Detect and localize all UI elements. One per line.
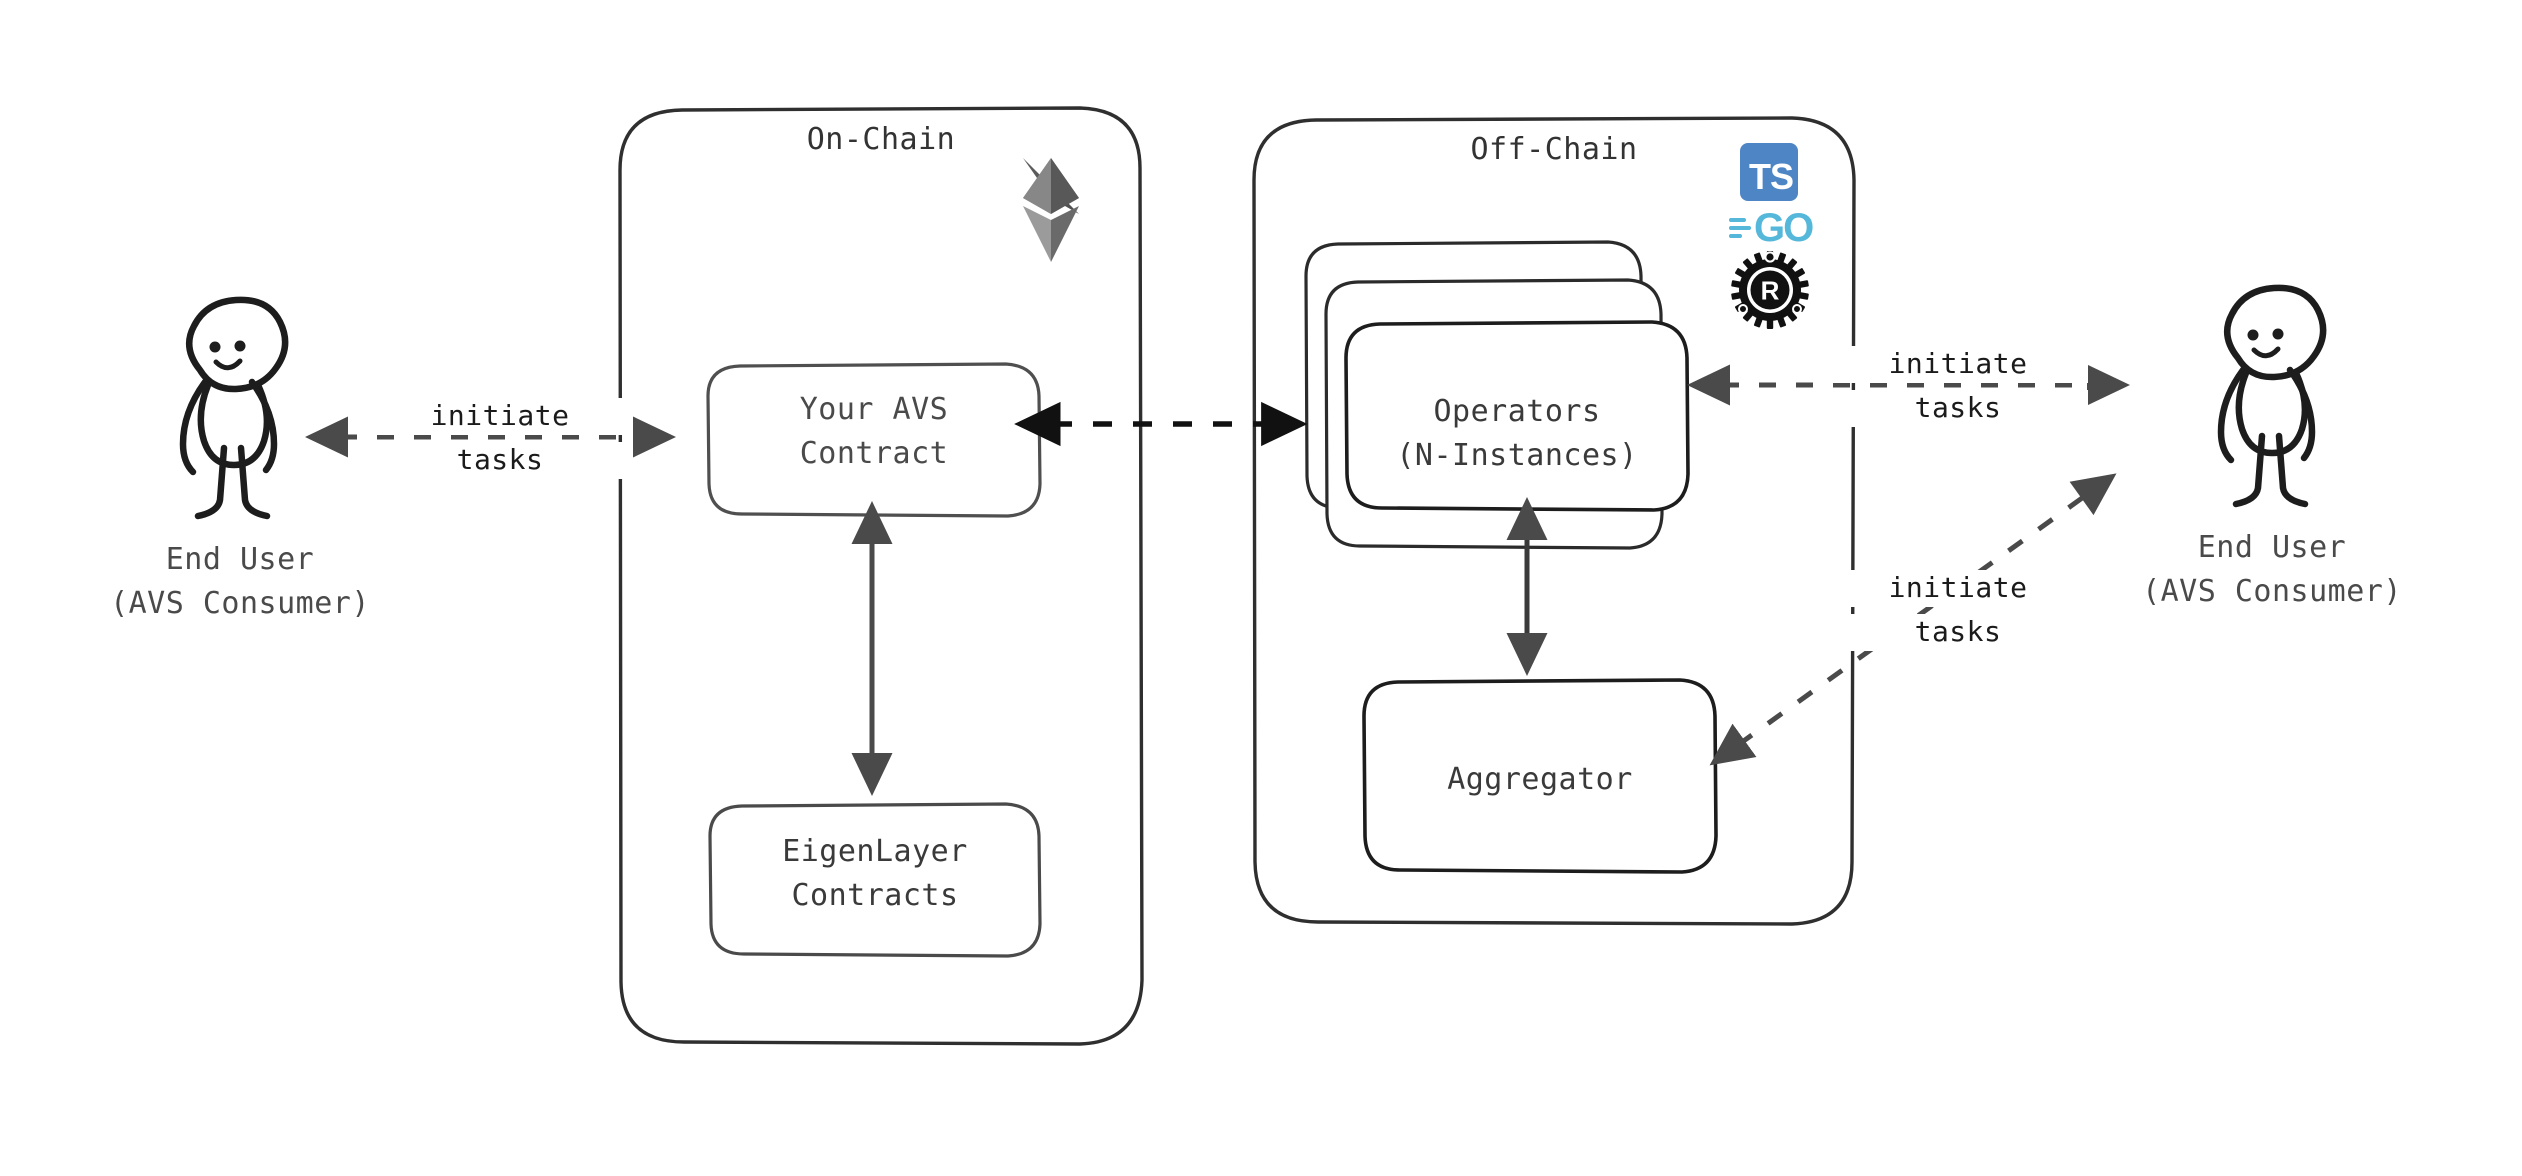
edge-aggregator-to-user-line	[1709, 473, 2117, 766]
actor-right-eye-left	[2247, 329, 2259, 341]
operators-label-line2: (N-Instances)	[1396, 438, 1638, 473]
golang-icon: GO	[1729, 206, 1814, 250]
container-title-on-chain: On-Chain	[806, 122, 956, 157]
avs-contract-label-line1: Your AVS	[799, 392, 949, 427]
edge-label-user-to-avs-line1: initiate	[370, 398, 630, 435]
eigenlayer-contracts-label-line1: EigenLayer	[782, 834, 968, 869]
edge-label-operators-to-user-line2: tasks	[1828, 390, 2088, 427]
actor-left-leg-left	[194, 444, 228, 520]
node-operators[interactable]	[1304, 240, 1690, 550]
edge-aggregator-to-user	[1709, 473, 2117, 766]
typescript-label: TS	[1748, 156, 1794, 197]
node-eigenlayer-contracts[interactable]	[708, 802, 1042, 958]
actor-right-head	[2223, 284, 2327, 381]
actor-left-label-line1: End User	[165, 542, 315, 577]
svg-text:R: R	[1761, 276, 1780, 306]
golang-speed-lines	[1729, 218, 1751, 238]
edge-label-aggregator-to-user-line1: initiate	[1828, 570, 2088, 607]
actor-left-eye-left	[209, 341, 221, 353]
actor-right-torso	[2235, 369, 2309, 457]
actor-left-torso	[197, 381, 271, 469]
actor-left-arm-left	[179, 378, 209, 476]
container-title-off-chain: Off-Chain	[1470, 132, 1638, 167]
ethereum-icon	[1023, 158, 1079, 262]
edge-label-operators-to-user-line1: initiate	[1828, 346, 2088, 383]
actor-left-eye-right	[234, 340, 246, 352]
actor-left-head	[185, 296, 289, 393]
actor-right-eye-right	[2272, 328, 2284, 340]
actor-right-arm-right	[2286, 366, 2316, 462]
rust-icon: R	[1731, 251, 1809, 329]
actor-left-arm-right	[248, 378, 278, 474]
actor-end-user-left	[179, 296, 289, 520]
eigenlayer-contracts-box	[708, 802, 1042, 958]
actor-right-leg-right	[2275, 432, 2309, 508]
eigenlayer-contracts-label-line2: Contracts	[791, 878, 959, 913]
node-avs-contract[interactable]	[706, 362, 1042, 518]
actor-left-label-line2: (AVS Consumer)	[110, 586, 370, 621]
golang-label: GO	[1754, 206, 1814, 250]
actor-right-leg-left	[2232, 432, 2266, 508]
actor-right-label-line1: End User	[2197, 530, 2347, 565]
edge-label-aggregator-to-user-line2: tasks	[1828, 614, 2088, 651]
typescript-icon: TS	[1740, 143, 1798, 201]
operators-stack-front	[1344, 320, 1690, 512]
actor-right-mouth	[2251, 346, 2281, 359]
actor-left-leg-right	[237, 444, 271, 520]
avs-contract-box	[706, 362, 1042, 518]
operators-label-line1: Operators	[1433, 394, 1601, 429]
aggregator-label: Aggregator	[1447, 762, 1633, 797]
actor-right-label-line2: (AVS Consumer)	[2142, 574, 2402, 609]
avs-contract-label-line2: Contract	[799, 436, 949, 471]
edge-label-user-to-avs-line2: tasks	[370, 442, 630, 479]
actor-end-user-right	[2217, 284, 2327, 508]
actor-left-mouth	[213, 358, 243, 371]
actor-right-arm-left	[2217, 366, 2247, 464]
